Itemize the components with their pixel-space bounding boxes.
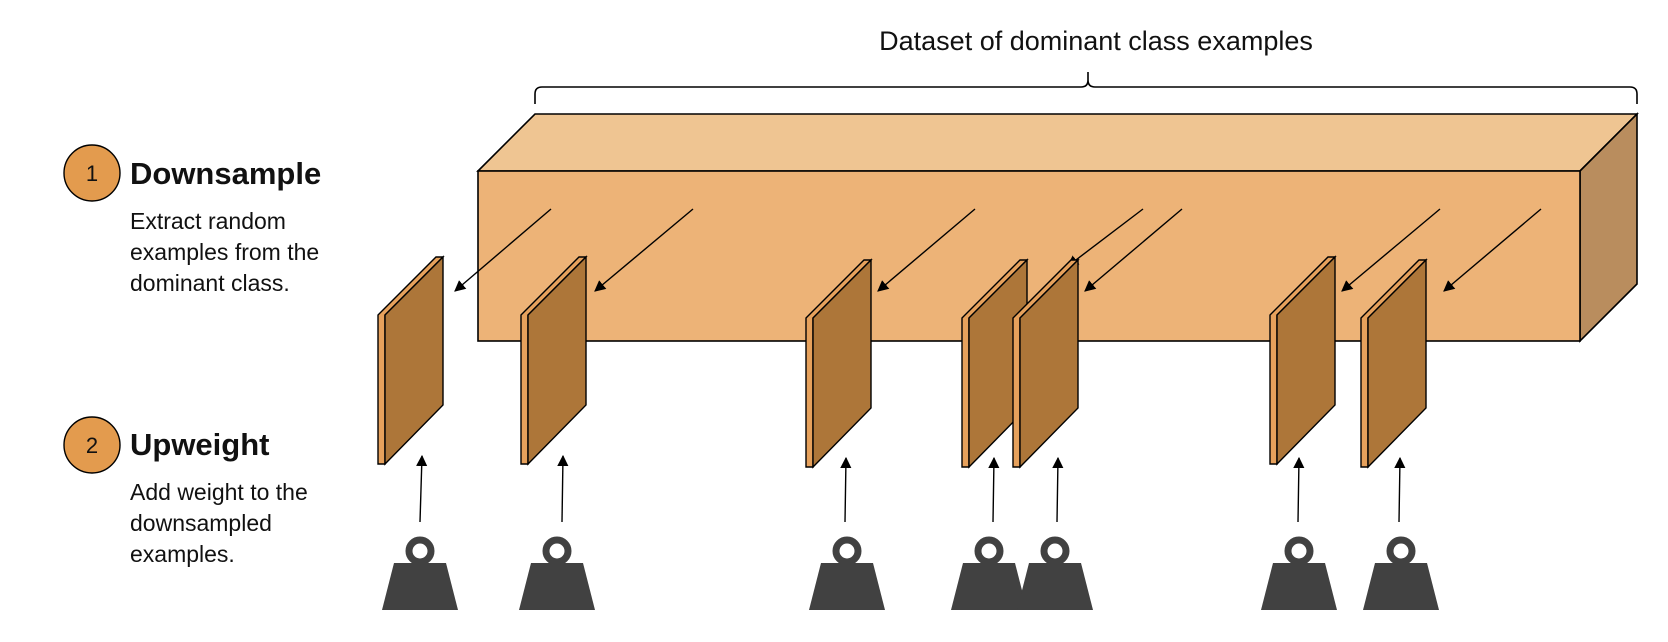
extract-arrow-1: [454, 208, 552, 292]
extract-arrow-2: [594, 208, 694, 292]
weight-icon: [382, 536, 458, 610]
slab-face: [812, 258, 872, 469]
extract-arrow-4: [1067, 208, 1144, 267]
up-arrow-2: [557, 454, 569, 523]
block-top-face: [476, 113, 1639, 172]
step-1-title: Downsample: [130, 156, 321, 191]
step-2-circle: [63, 416, 121, 474]
upweight-arrows: [416, 454, 1406, 523]
extract-arrow-7: [1443, 208, 1542, 292]
weights: [382, 536, 1439, 610]
up-arrow-4: [988, 456, 1000, 523]
step-1-circle: [63, 144, 121, 202]
slab-1: [377, 255, 445, 466]
dataset-title: Dataset of dominant class examples: [879, 26, 1313, 56]
weight-icon: [1017, 536, 1093, 610]
up-arrow-6: [1293, 456, 1305, 523]
slab-3: [805, 258, 873, 469]
extract-arrow-5: [1084, 208, 1183, 292]
step-1-line-3: dominant class.: [130, 270, 290, 296]
weight-icon: [809, 536, 885, 610]
up-arrow-3: [840, 456, 852, 523]
step-downsample: 1 Downsample Extract random examples fro…: [63, 144, 321, 296]
dataset-block: [476, 112, 1639, 343]
step-2-number: 2: [86, 433, 98, 458]
dataset-brace: [534, 72, 1638, 104]
slab-2: [520, 255, 588, 466]
slab-7: [1360, 258, 1428, 469]
slab-5: [1012, 258, 1080, 469]
slab-face: [1276, 255, 1336, 466]
downsampled-examples: [377, 255, 1428, 469]
slab-6: [1269, 255, 1337, 466]
up-arrow-7: [1394, 456, 1406, 523]
up-arrow-1: [416, 454, 428, 523]
step-2-title: Upweight: [130, 427, 270, 462]
extract-arrow-3: [877, 208, 976, 292]
slab-face: [1019, 258, 1079, 469]
extract-arrows: [454, 208, 1542, 292]
slab-face: [1367, 258, 1427, 469]
weight-icon: [1261, 536, 1337, 610]
slab-face: [527, 255, 587, 466]
weight-icon: [1363, 536, 1439, 610]
step-2-line-3: examples.: [130, 541, 235, 567]
step-1-number: 1: [86, 161, 98, 186]
weight-icon: [951, 536, 1027, 610]
up-arrow-5: [1052, 456, 1064, 523]
slab-face: [384, 255, 444, 466]
step-1-line-2: examples from the: [130, 239, 319, 265]
step-upweight: 2 Upweight Add weight to the downsampled…: [63, 416, 308, 567]
step-2-line-1: Add weight to the: [130, 479, 308, 505]
weight-icon: [519, 536, 595, 610]
step-2-line-2: downsampled: [130, 510, 272, 536]
extract-arrow-6: [1341, 208, 1441, 292]
step-1-line-1: Extract random: [130, 208, 286, 234]
